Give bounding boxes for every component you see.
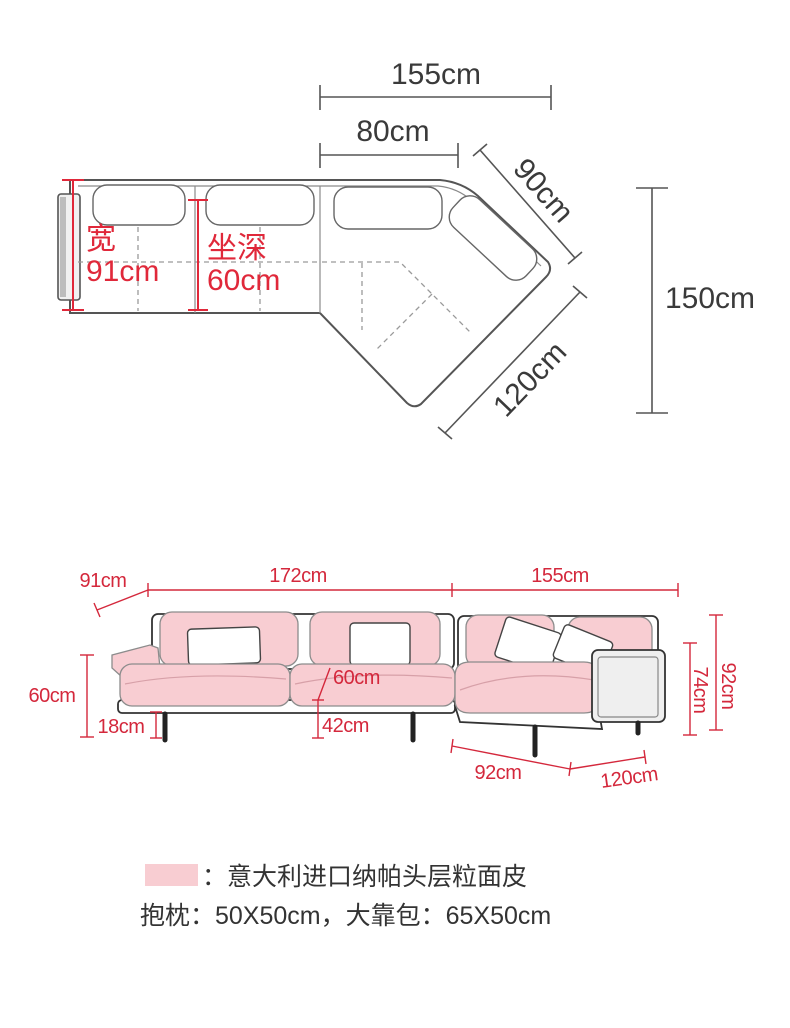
dim-line-front-60-center (317, 667, 331, 701)
dim-label-front-74: 74cm (689, 667, 711, 714)
front-pillow-2 (349, 622, 411, 666)
dim-tick-90-start (472, 143, 488, 157)
seat-depth-label: 坐深 (207, 232, 267, 265)
plan-view (57, 179, 552, 408)
front-seat-cushion-chaise (454, 661, 599, 714)
dim-label-front-120: 120cm (599, 763, 659, 793)
front-right-armrest-inner (597, 656, 659, 718)
plan-sofa-outline (69, 179, 552, 408)
plan-back-cushion-3 (333, 186, 443, 230)
width-value: 91cm (86, 255, 159, 288)
dim-label-155: 155cm (391, 58, 481, 91)
dim-line-front-91 (96, 589, 149, 611)
dim-line-front-92-bottom (451, 745, 571, 770)
front-seat-seam-1 (124, 675, 287, 685)
dim-label-front-92-right: 92cm (717, 663, 739, 710)
front-seat-seam-3 (459, 675, 595, 691)
dim-tick-front-91 (93, 602, 101, 618)
dim-label-front-91: 91cm (80, 570, 127, 592)
dim-label-front-18: 18cm (98, 716, 145, 738)
dim-tick-90-end (567, 251, 583, 265)
front-pillow-1 (186, 626, 262, 666)
dim-line-120 (444, 291, 581, 434)
dim-label-front-60-left: 60cm (29, 685, 76, 707)
plan-back-cushion-2 (205, 184, 315, 226)
legend-cushion-text: 抱枕：50X50cm，大靠包：65X50cm (140, 902, 551, 930)
plan-back-cushion-1 (92, 184, 186, 226)
legend: ：意大利进口纳帕头层粒面皮 抱枕：50X50cm，大靠包：65X50cm (140, 863, 551, 930)
plan-chaise-seam-1 (322, 261, 473, 335)
dim-label-front-42: 42cm (322, 715, 369, 737)
front-seat-cushion-1 (119, 663, 291, 707)
dim-tick-120-end (572, 285, 588, 299)
plan-back-cushion-4 (448, 195, 538, 281)
dim-label-front-60-center: 60cm (333, 667, 380, 689)
dim-label-172: 172cm (269, 565, 327, 587)
plan-chaise-seam-2 (375, 293, 433, 351)
dim-line-front-120 (569, 756, 646, 770)
dim-label-front-92-bottom: 92cm (475, 762, 522, 784)
dim-tick-front-92-bottom-start (450, 738, 454, 754)
dim-tick-front-120-end (643, 749, 647, 765)
dim-label-80: 80cm (356, 115, 429, 148)
plan-left-armrest-inner (60, 197, 66, 297)
dim-label-front-155: 155cm (531, 565, 589, 587)
front-view (111, 611, 666, 758)
legend-material-text: ：意大利进口纳帕头层粒面皮 (202, 863, 527, 891)
legend-leather-swatch (145, 864, 198, 886)
dim-label-150: 150cm (665, 282, 755, 315)
front-seat-seam-2 (294, 674, 453, 685)
seat-depth-value: 60cm (207, 264, 280, 297)
dim-label-120: 120cm (487, 336, 573, 424)
dim-line-90 (479, 149, 576, 259)
width-label: 宽 (86, 223, 116, 256)
dim-label-90: 90cm (507, 152, 580, 229)
dim-tick-120-start (437, 426, 453, 440)
front-right-armrest (591, 649, 666, 723)
